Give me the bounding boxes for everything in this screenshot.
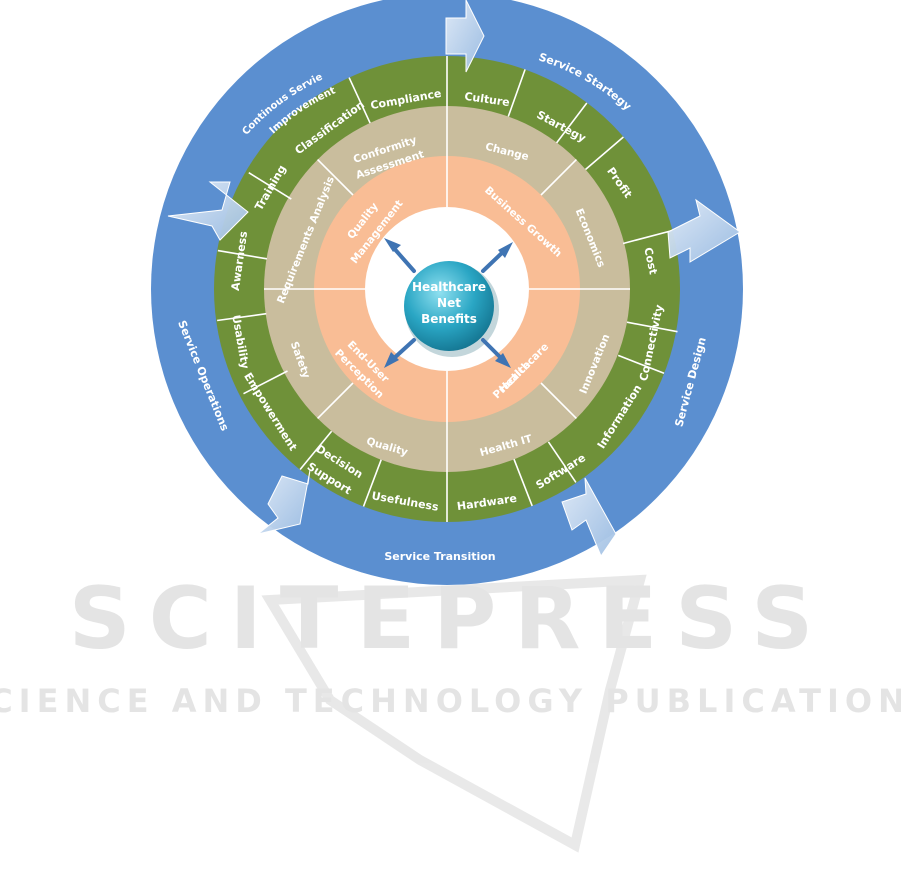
cycle-arrow-top-icon bbox=[445, 0, 485, 73]
factor-cost: Cost bbox=[641, 246, 659, 276]
cycle-arrow-bottom-right-icon bbox=[561, 477, 617, 558]
center-label-line1: Healthcare bbox=[412, 280, 486, 294]
watermark-subtitle: SCIENCE AND TECHNOLOGY PUBLICATIONS bbox=[0, 682, 901, 720]
center-sphere bbox=[404, 261, 494, 351]
center-label-line2: Net bbox=[437, 296, 461, 310]
watermark-title: SCITEPRESS bbox=[69, 569, 831, 669]
outer-cycle-arrows bbox=[167, 0, 741, 558]
factor-culture: Culture bbox=[464, 90, 511, 109]
arrow-to-quality-management-icon bbox=[390, 244, 416, 273]
inner-arrows bbox=[384, 238, 513, 368]
watermark-shape bbox=[261, 574, 647, 853]
cycle-arrow-left-icon bbox=[167, 181, 249, 241]
watermark: SCITEPRESS SCIENCE AND TECHNOLOGY PUBLIC… bbox=[0, 569, 901, 853]
cycle-arrow-right-icon bbox=[667, 198, 741, 263]
center-node: Healthcare Net Benefits bbox=[404, 261, 499, 357]
label-service-transition: Service Transition bbox=[384, 550, 495, 563]
segment-separators bbox=[216, 56, 678, 522]
center-label-line3: Benefits bbox=[421, 312, 477, 326]
cycle-arrow-bottom-left-icon bbox=[257, 469, 311, 535]
